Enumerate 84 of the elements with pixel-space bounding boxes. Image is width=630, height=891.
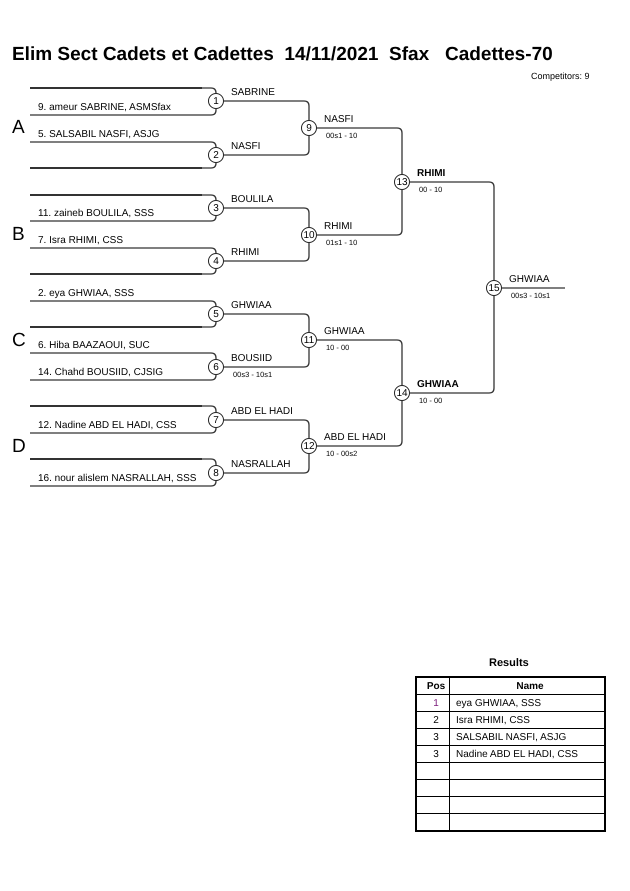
bracket-line	[224, 100, 310, 120]
bracket-line	[30, 247, 217, 254]
bracket-line	[317, 339, 403, 385]
match-number: 9	[301, 120, 317, 136]
match-number: 13	[394, 174, 410, 190]
match-number: 3	[208, 200, 224, 216]
match-number: 11	[301, 332, 317, 348]
bracket-line	[202, 458, 217, 465]
winner-name: ABD EL HADI	[324, 432, 386, 443]
competitor-count: Competitors: 9	[531, 71, 590, 81]
winner-name: RHIMI	[417, 168, 446, 179]
winner-name: RHIMI	[231, 247, 260, 258]
match-number: 6	[208, 359, 224, 375]
bracket-line	[30, 215, 217, 222]
bracket-line	[224, 419, 310, 438]
match-number: 10	[301, 227, 317, 243]
winner-name: ABD EL HADI	[231, 406, 293, 417]
bracket-line	[30, 374, 217, 381]
bracket-line	[224, 207, 310, 227]
match-number: 8	[208, 465, 224, 481]
match-number: 14	[394, 385, 410, 401]
pool-letter: D	[12, 436, 26, 458]
winner-name: NASRALLAH	[231, 459, 290, 470]
bracket-line	[224, 313, 310, 332]
winner-name: GHWIAA	[417, 379, 459, 390]
match-number: 5	[208, 306, 224, 322]
winner-name: GHWIAA	[324, 326, 365, 337]
bracket-line	[202, 268, 217, 275]
bracket-line	[224, 454, 310, 474]
winner-name: GHWIAA	[509, 274, 550, 285]
match-number: 1	[208, 93, 224, 109]
bracket-line	[202, 321, 217, 328]
bracket-line	[224, 136, 310, 156]
pool-letter: B	[12, 224, 25, 246]
bracket-line	[224, 348, 310, 368]
winner-name: BOUSIID	[231, 353, 272, 364]
title: Elim Sect Cadets et Cadettes 14/11/2021 Sfax Cadettes-70	[12, 44, 553, 66]
empty-slot-line	[30, 273, 202, 275]
results-heading: Results	[489, 657, 529, 669]
winner-name: GHWIAA	[231, 300, 272, 311]
empty-slot-line	[30, 326, 202, 328]
bracket-line	[224, 243, 310, 262]
bracket-line	[202, 405, 217, 412]
pool-letter: A	[12, 117, 25, 139]
bracket-line	[202, 194, 217, 201]
header-cell: Pos	[416, 677, 450, 694]
winner-name: SABRINE	[231, 87, 275, 98]
position-cell: 2	[416, 712, 450, 728]
bracket-line	[317, 127, 403, 174]
winner-name: RHIMI	[324, 221, 352, 232]
competitor-name: 2. eya GHWIAA, SSS	[30, 287, 216, 301]
competitor-name: 6. Hiba BAAZAOUI, SUC	[30, 339, 216, 353]
match-number: 2	[208, 147, 224, 163]
bracket-line	[30, 480, 217, 487]
match-number: 7	[208, 412, 224, 428]
position-cell: 3	[416, 728, 450, 746]
pool-letter: C	[12, 330, 26, 352]
bracket-line	[410, 296, 495, 394]
bracket-line	[410, 181, 495, 280]
position-cell: 3	[416, 746, 450, 762]
bracket-line	[30, 141, 217, 148]
bracket-line	[317, 401, 403, 447]
bracket-line	[202, 162, 217, 169]
match-number: 15	[486, 280, 502, 296]
empty-slot-line	[30, 167, 202, 169]
winner-name: BOULILA	[231, 194, 274, 205]
bracket-line	[30, 108, 217, 116]
competitor-name: 5. SALSABIL NASFI, ASJG	[30, 128, 216, 142]
empty-slot-line	[30, 405, 202, 407]
competitor-name: 7. Isra RHIMI, CSS	[30, 234, 216, 248]
match-number: 12	[301, 438, 317, 454]
bracket-line	[30, 300, 217, 307]
bracket-line	[202, 87, 217, 94]
bracket-line	[30, 427, 217, 434]
empty-slot-line	[30, 194, 202, 196]
bracket-line	[30, 352, 217, 360]
winner-name: NASFI	[231, 141, 260, 152]
empty-slot-line	[30, 458, 202, 460]
bracket-line	[317, 190, 403, 236]
empty-slot-line	[30, 87, 202, 89]
match-number: 4	[208, 253, 224, 269]
winner-name: NASFI	[324, 114, 354, 125]
bracket-line	[502, 287, 565, 289]
position-cell: 1	[416, 694, 450, 712]
